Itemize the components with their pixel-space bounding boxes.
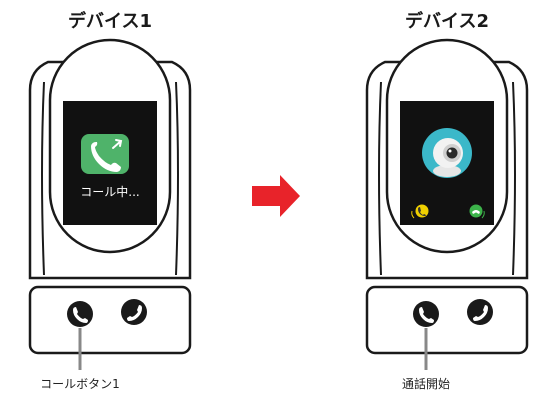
- call-button-1[interactable]: [67, 301, 93, 327]
- device-2-call-button-2[interactable]: [467, 299, 493, 325]
- device-1-caption: コールボタン1: [40, 377, 120, 391]
- device-1-cradle-right: [175, 81, 179, 276]
- device-1: デバイス1 コール中... コールボタン1: [28, 10, 192, 391]
- call-button-2-icon: [127, 305, 142, 321]
- call-button-2[interactable]: [121, 299, 147, 325]
- device-2-button-panel: [365, 285, 529, 355]
- phone-forward-icon: [81, 134, 129, 174]
- device-2-call-button-1-icon: [419, 307, 434, 323]
- device-2-call-button-2-icon: [473, 305, 488, 321]
- device-2: デバイス2 通話開始: [365, 10, 529, 391]
- right-arrow-icon: [252, 175, 300, 217]
- device-1-button-panel: [28, 285, 192, 355]
- device-1-title: デバイス1: [68, 10, 152, 32]
- device-2-cradle-right: [512, 81, 516, 276]
- call-button-1-icon: [73, 307, 88, 323]
- device-2-title: デバイス2: [405, 10, 489, 32]
- camera-icon: [422, 128, 472, 178]
- device-2-caption: 通話開始: [402, 376, 450, 391]
- decline-call-icon[interactable]: [469, 204, 485, 219]
- device-2-cradle-left: [378, 81, 382, 276]
- screen-status-text: コール中...: [80, 184, 139, 199]
- device-2-call-button-1[interactable]: [413, 301, 439, 327]
- accept-call-icon[interactable]: [411, 204, 429, 219]
- device-1-cradle-left: [41, 81, 45, 276]
